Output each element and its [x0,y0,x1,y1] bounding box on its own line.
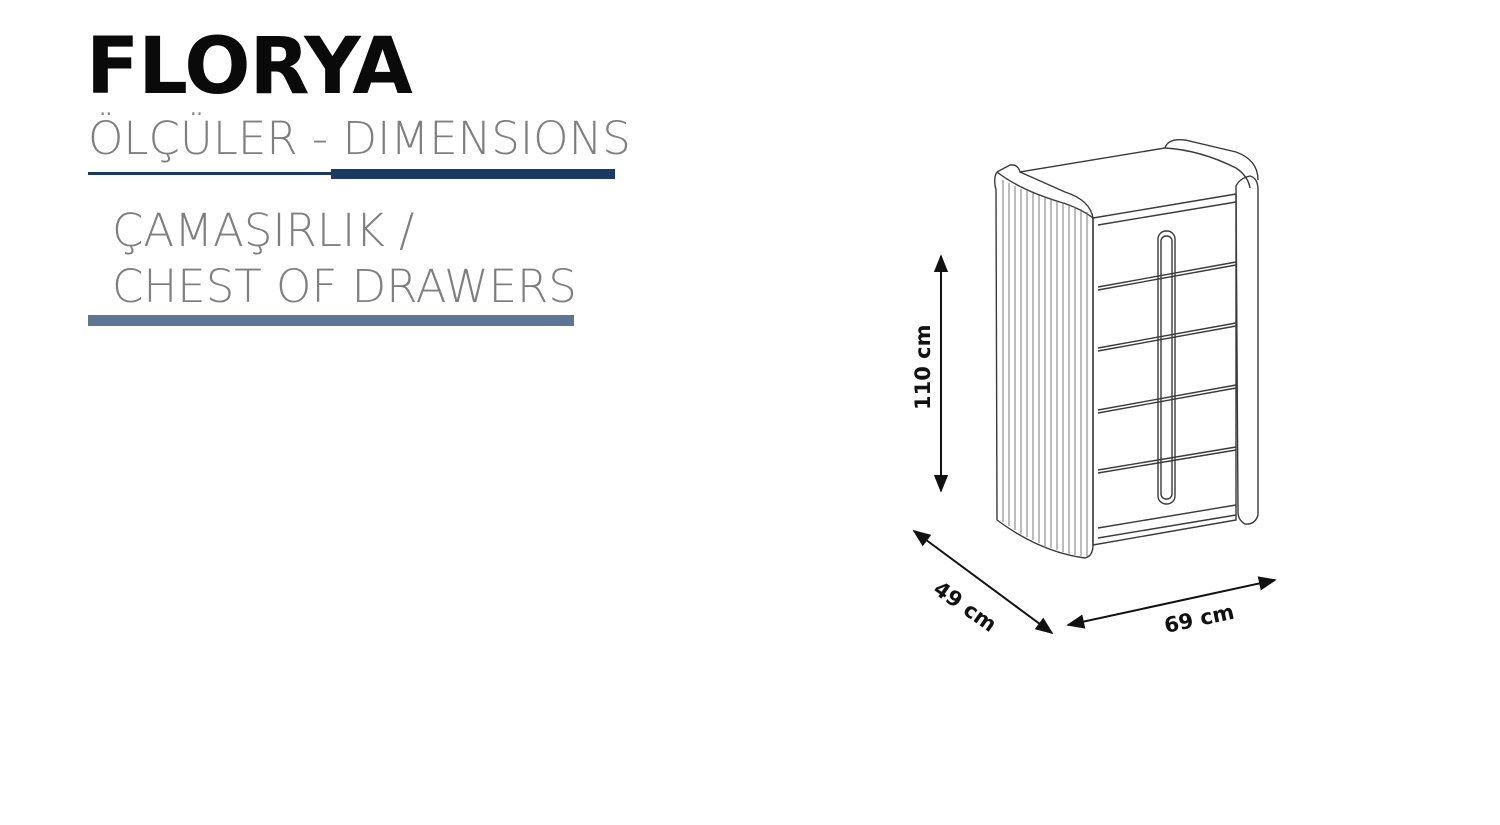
height-label: 110 cm [911,325,935,410]
width-dimension-arrow [1066,576,1277,629]
product-name-line-1: ÇAMAŞIRLIK / [112,204,415,257]
depth-label: 49 cm [929,576,1001,636]
fluted-panel [1002,180,1088,557]
product-name: ÇAMAŞIRLIK / CHEST OF DRAWERS [112,203,577,315]
subtitle-underline-thick [331,169,615,179]
product-underline [88,315,574,326]
product-name-line-2: CHEST OF DRAWERS [112,260,577,313]
brand-title: FLORYA [86,22,413,112]
depth-dimension-arrow [912,529,1054,635]
furniture-outline [994,138,1259,559]
section-subtitle: ÖLÇÜLER - DIMENSIONS [88,112,631,165]
width-label: 69 cm [1162,600,1236,638]
subtitle-underline-thin [88,172,333,175]
